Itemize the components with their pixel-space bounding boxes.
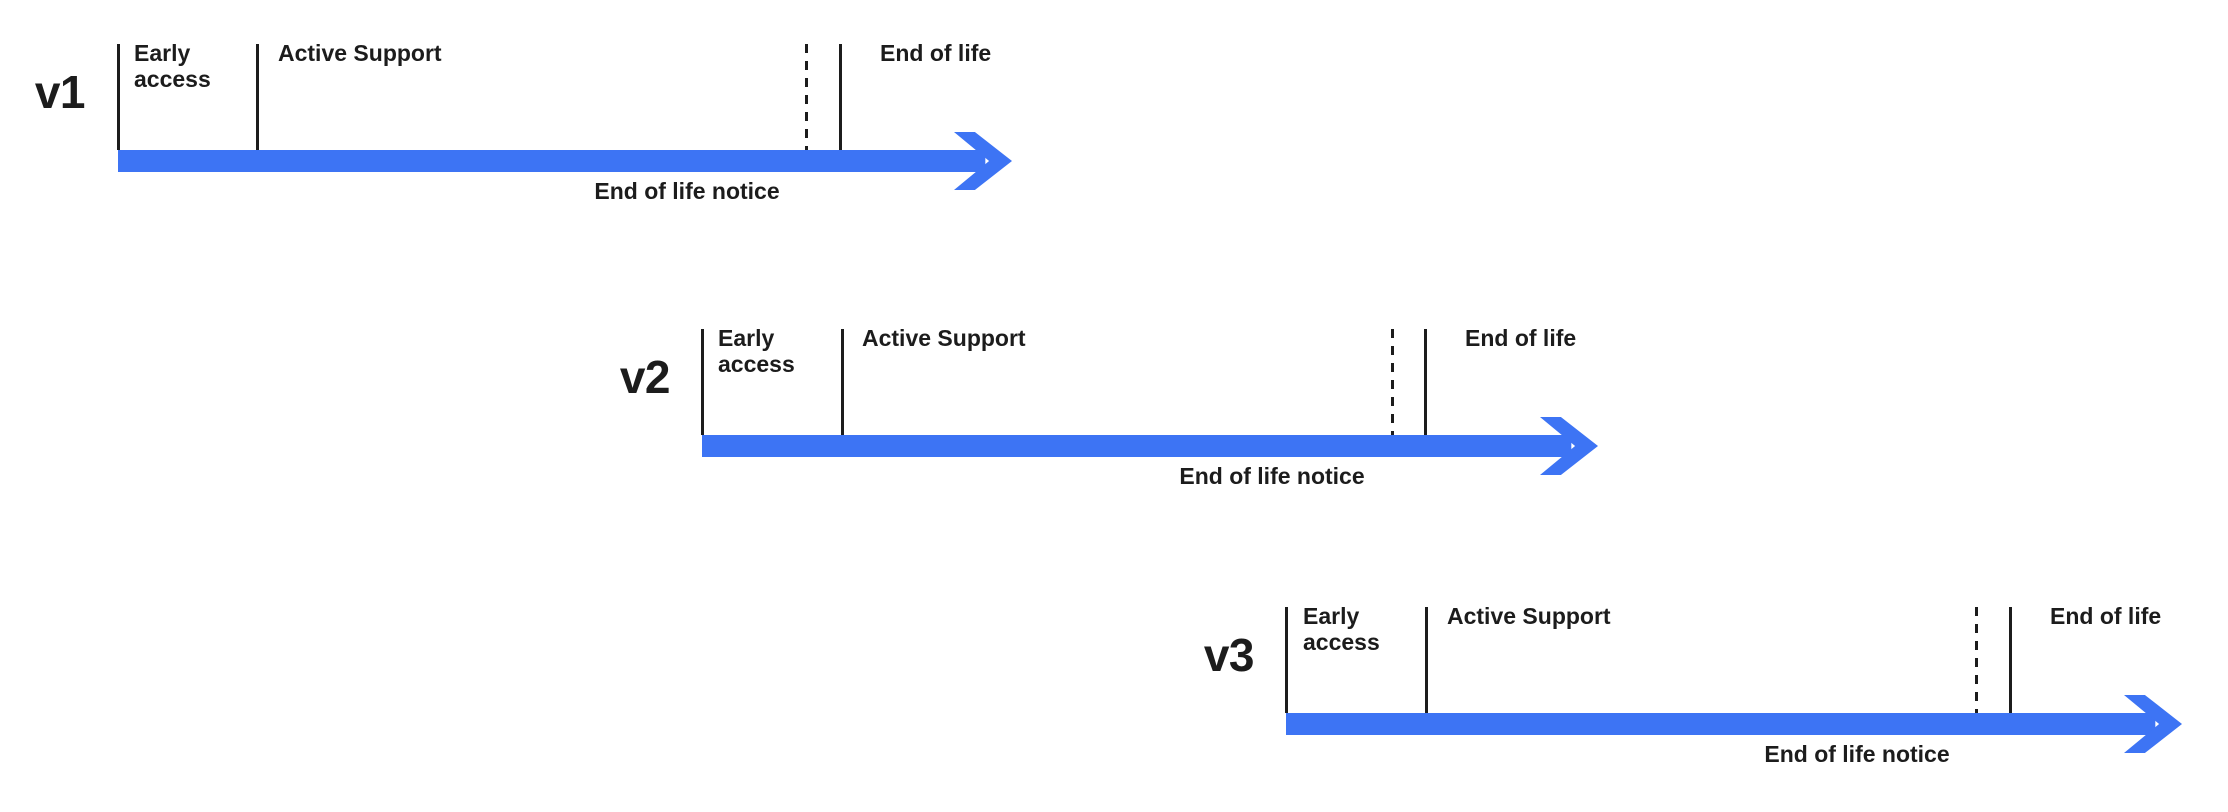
arrowhead-icon [954, 132, 1012, 190]
arrowhead-icon [1540, 417, 1598, 475]
phase-divider [256, 44, 259, 150]
phase-divider [1424, 329, 1427, 435]
phase-divider [1425, 607, 1428, 713]
phase-divider [2009, 607, 2012, 713]
phase-divider [841, 329, 844, 435]
timeline-bar [1286, 713, 2156, 735]
phase-label-end-of-life: End of life [1465, 325, 1577, 351]
version-label-v2: v2 [619, 351, 671, 403]
version-label-v1: v1 [34, 66, 86, 118]
end-of-life-notice-divider [1975, 607, 1978, 713]
timeline-arrow-v3 [1286, 691, 2182, 757]
end-of-life-notice-label: End of life notice [1764, 741, 1950, 767]
end-of-life-notice-divider [1391, 329, 1394, 435]
phase-divider [1285, 607, 1288, 713]
end-of-life-notice-divider [805, 44, 808, 150]
phase-label-active-support: Active Support [278, 40, 442, 66]
timeline-arrow-v1 [118, 128, 1012, 194]
timeline-bar [118, 150, 986, 172]
phase-label-early-access: Early access [1303, 603, 1380, 655]
phase-label-early-access: Early access [134, 40, 211, 92]
phase-label-early-access: Early access [718, 325, 795, 377]
phase-label-end-of-life: End of life [880, 40, 992, 66]
phase-label-active-support: Active Support [862, 325, 1026, 351]
arrowhead-icon [2124, 695, 2182, 753]
phase-label-active-support: Active Support [1447, 603, 1611, 629]
phase-divider [839, 44, 842, 150]
end-of-life-notice-label: End of life notice [594, 178, 780, 204]
timeline-arrow-v2 [702, 413, 1598, 479]
phase-label-end-of-life: End of life [2050, 603, 2162, 629]
end-of-life-notice-label: End of life notice [1179, 463, 1365, 489]
phase-divider [117, 44, 120, 150]
phase-divider [701, 329, 704, 435]
version-label-v3: v3 [1203, 629, 1255, 681]
timeline-bar [702, 435, 1572, 457]
